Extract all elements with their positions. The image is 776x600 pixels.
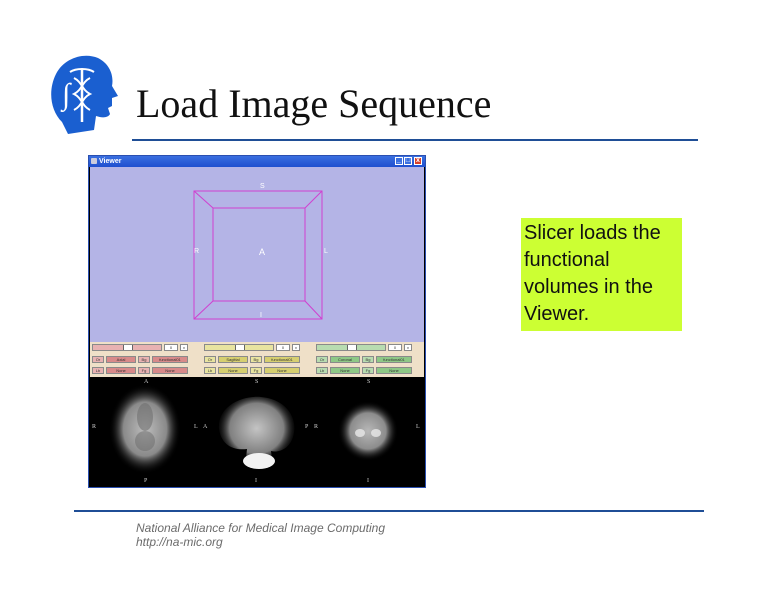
sagittal-fg-select[interactable]: None: [264, 367, 300, 374]
coronal-orient-label: Or: [316, 356, 328, 363]
axial-bg-label: Bg: [138, 356, 150, 363]
sagittal-brain-image: [218, 396, 295, 469]
orientation-label-left: L: [324, 248, 328, 255]
slider-handle[interactable]: [235, 345, 245, 350]
sagittal-orient-select[interactable]: Sagittal: [218, 356, 248, 363]
sagittal-slice-slider[interactable]: [204, 344, 274, 351]
axial-label-bottom: P: [144, 478, 148, 484]
coronal-label-left: R: [314, 424, 319, 430]
axial-slice-value[interactable]: 0: [164, 344, 178, 351]
axial-fg-label: Fg: [138, 367, 150, 374]
coronal-fg-select[interactable]: None: [376, 367, 412, 374]
axial-slice-view[interactable]: A R L P: [90, 377, 201, 487]
app-icon: [91, 158, 97, 164]
sagittal-fg-label: Fg: [250, 367, 262, 374]
axial-chevron-down-icon[interactable]: v: [180, 344, 188, 351]
sagittal-chevron-down-icon[interactable]: v: [292, 344, 300, 351]
coronal-control-panel: 0 v Or Coronal Bg functional01 Lb None F…: [314, 342, 424, 377]
axial-orient-select[interactable]: Axial: [106, 356, 136, 363]
view-3d[interactable]: S R A L I: [90, 167, 424, 342]
slice-views: A R L P S A P I: [90, 377, 424, 487]
axial-control-panel: 0 v Or Axial Bg functional01 Lb None Fg …: [90, 342, 200, 377]
coronal-chevron-down-icon[interactable]: v: [404, 344, 412, 351]
orientation-label-right: R: [194, 248, 200, 255]
slider-handle[interactable]: [347, 345, 357, 350]
coronal-slice-view[interactable]: S R L I: [312, 377, 424, 487]
axial-slice-slider[interactable]: [92, 344, 162, 351]
sagittal-bg-label: Bg: [250, 356, 262, 363]
orientation-label-superior: S: [260, 183, 265, 190]
coronal-brain-image: [338, 401, 398, 461]
svg-text:∫: ∫: [60, 78, 72, 113]
sagittal-label-left: A: [203, 424, 208, 430]
coronal-label-right: L: [416, 424, 420, 430]
axial-fg-select[interactable]: None: [152, 367, 188, 374]
orientation-label-anterior: A: [259, 247, 266, 257]
sagittal-label-bottom: I: [255, 478, 257, 484]
axial-bg-select[interactable]: functional01: [152, 356, 188, 363]
close-button[interactable]: x: [414, 157, 422, 165]
title-divider: [132, 139, 698, 141]
slider-handle[interactable]: [123, 345, 133, 350]
slide-title: Load Image Sequence: [136, 81, 492, 126]
coronal-slice-slider[interactable]: [316, 344, 386, 351]
coronal-bg-label: Bg: [362, 356, 374, 363]
axial-lb-label: Lb: [92, 367, 104, 374]
coronal-label-top: S: [367, 379, 371, 385]
footer-url[interactable]: http://na-mic.org: [136, 535, 223, 549]
coronal-fg-label: Fg: [362, 367, 374, 374]
footer-org: National Alliance for Medical Image Comp…: [136, 521, 386, 535]
sagittal-label-right: P: [305, 424, 309, 430]
coronal-lb-label: Lb: [316, 367, 328, 374]
sagittal-bg-select[interactable]: functional01: [264, 356, 300, 363]
callout-note: Slicer loads the functional volumes in t…: [521, 218, 682, 331]
slice-controls: 0 v Or Axial Bg functional01 Lb None Fg …: [90, 342, 424, 377]
coronal-lb-select[interactable]: None: [330, 367, 360, 374]
sagittal-slice-view[interactable]: S A P I: [201, 377, 312, 487]
viewer-window: Viewer _ □ x S R A L I 0 v Or Axial Bg: [88, 155, 426, 488]
footer: National Alliance for Medical Image Comp…: [136, 521, 385, 549]
coronal-bg-select[interactable]: functional01: [376, 356, 412, 363]
coronal-label-bottom: I: [367, 478, 369, 484]
axial-orient-label: Or: [92, 356, 104, 363]
maximize-button[interactable]: □: [404, 157, 412, 165]
footer-divider: [74, 510, 704, 512]
sagittal-control-panel: 0 v Or Sagittal Bg functional01 Lb None …: [202, 342, 312, 377]
axial-label-top: A: [144, 379, 149, 385]
axial-brain-image: [109, 384, 181, 474]
axial-lb-select[interactable]: None: [106, 367, 136, 374]
orientation-label-inferior: I: [260, 312, 262, 319]
sagittal-lb-label: Lb: [204, 367, 216, 374]
sagittal-label-top: S: [255, 379, 259, 385]
namic-logo-icon: ∫: [51, 55, 119, 135]
coronal-orient-select[interactable]: Coronal: [330, 356, 360, 363]
sagittal-slice-value[interactable]: 0: [276, 344, 290, 351]
minimize-button[interactable]: _: [395, 157, 403, 165]
viewer-title: Viewer: [99, 158, 122, 165]
coronal-slice-value[interactable]: 0: [388, 344, 402, 351]
viewer-titlebar[interactable]: Viewer _ □ x: [89, 156, 425, 167]
axial-label-right: L: [194, 424, 198, 430]
sagittal-orient-label: Or: [204, 356, 216, 363]
bounding-box-wireframe: [193, 190, 323, 320]
axial-label-left: R: [92, 424, 97, 430]
sagittal-lb-select[interactable]: None: [218, 367, 248, 374]
